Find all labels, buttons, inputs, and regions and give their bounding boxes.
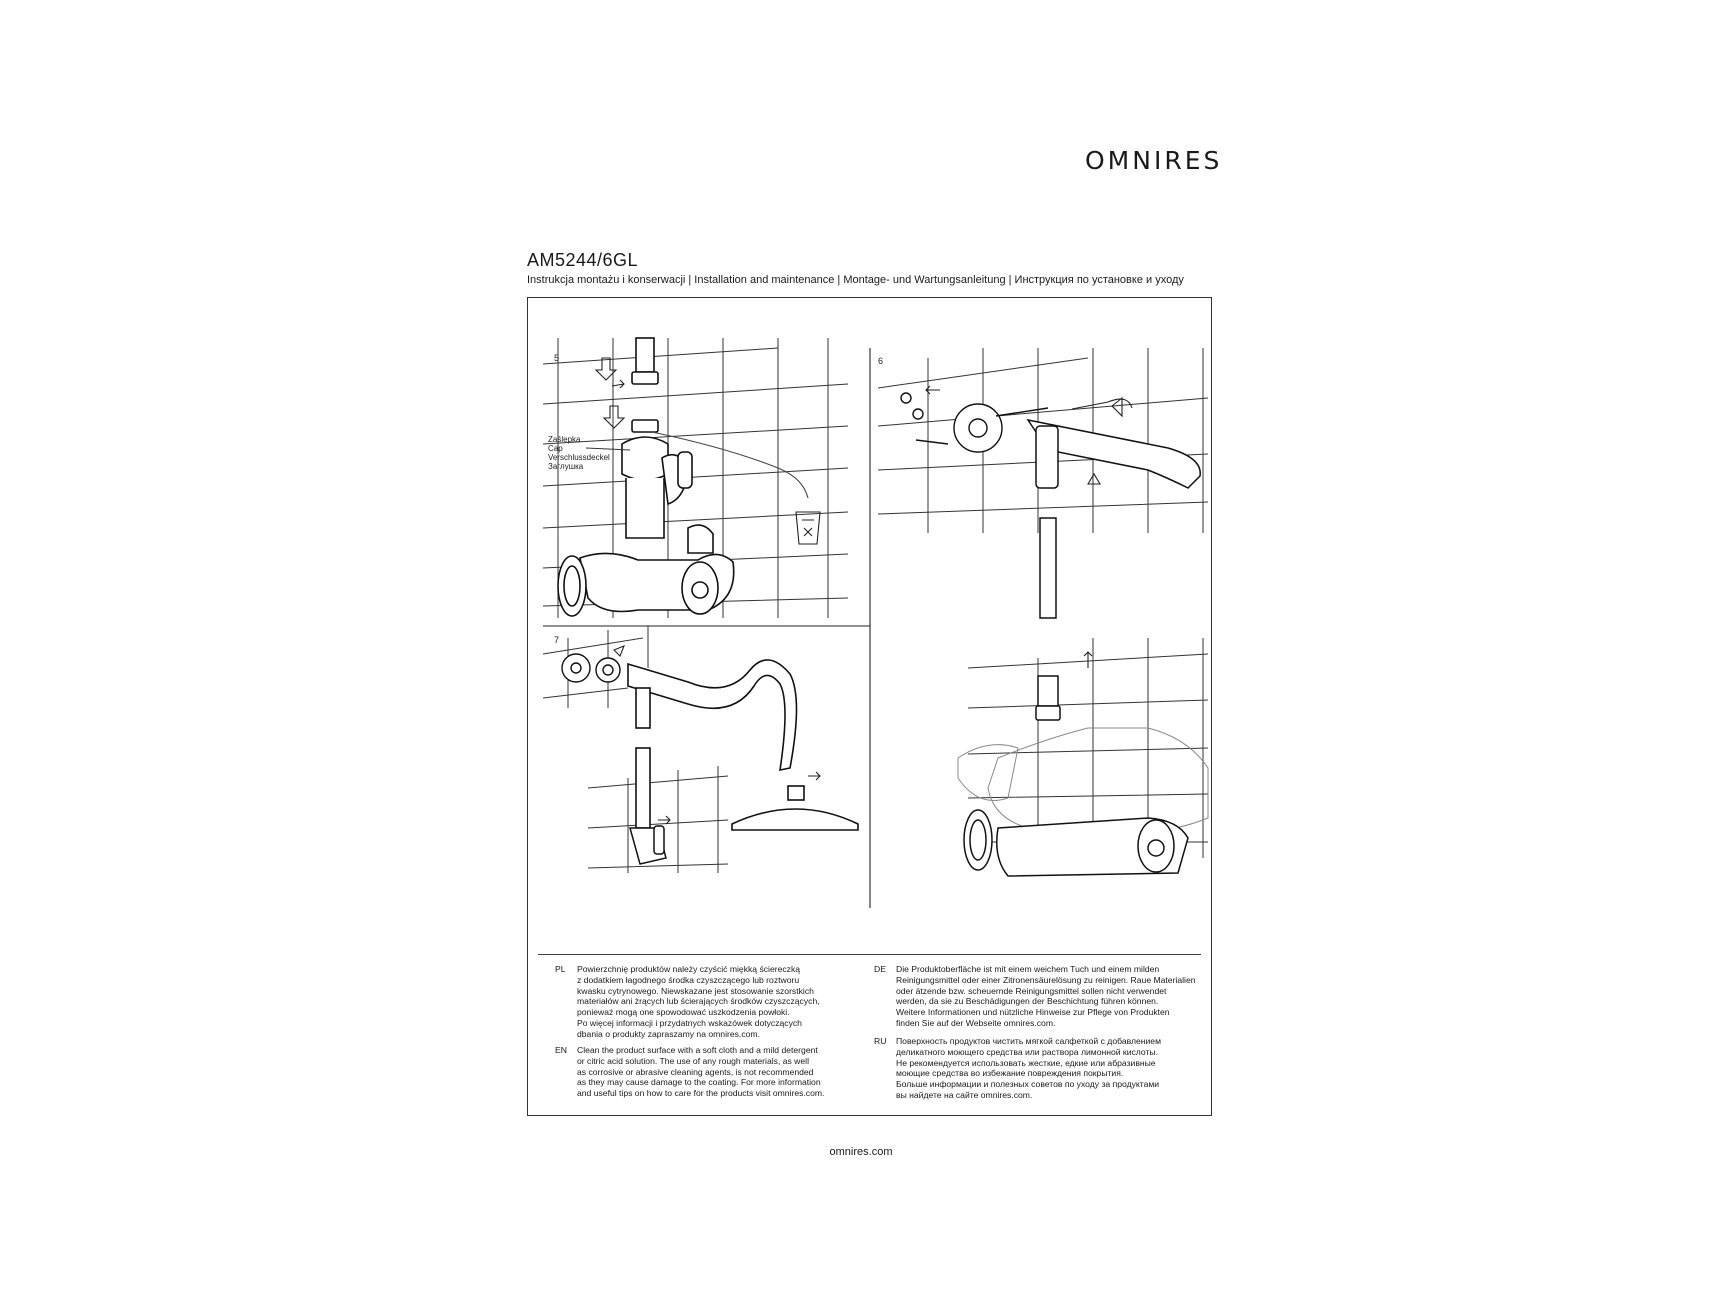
care-code-ru: RU [874, 1036, 887, 1046]
step-number-7: 7 [554, 635, 559, 645]
cap-label-en: Cap [548, 444, 563, 453]
care-text-en-body: Clean the product surface with a soft cl… [577, 1045, 825, 1099]
step-number-6: 6 [878, 356, 883, 366]
step7-arrows [613, 645, 821, 825]
brand-logo: OMNIRES [1085, 146, 1223, 175]
care-text-ru: Поверхность продуктов чистить мягкой сал… [896, 1036, 1208, 1101]
cap-label-ru: Заглушка [548, 462, 584, 471]
care-text-de: Die Produktoberfläche ist mit einem weic… [896, 964, 1208, 1029]
care-text-pl: Powierzchnię produktów należy czyścić mi… [577, 964, 867, 1040]
step5-arrows [594, 357, 626, 429]
footer-url: omnires.com [829, 1146, 893, 1158]
care-code-pl: PL [555, 964, 566, 974]
step6-valve [963, 809, 1189, 877]
step7-flange [561, 653, 621, 683]
instruction-frame: 5 6 7 Zaślepka Cap Verschlussdeckel Загл… [527, 297, 1212, 1116]
step7-spout [627, 659, 859, 831]
screwdriver-icon [1071, 398, 1133, 410]
care-text-ru-body: Поверхность продуктов чистить мягкой сал… [896, 1036, 1161, 1100]
step5-bin-icon [795, 511, 821, 545]
model-number: AM5244/6GL [527, 250, 639, 270]
installation-diagram: 5 6 7 Zaślepka Cap Verschlussdeckel Загл… [542, 337, 1209, 908]
step5-cap-leader [585, 447, 631, 451]
step6-arrows [925, 385, 1123, 668]
step6-spout [1026, 418, 1201, 721]
step7-valve [629, 825, 667, 865]
care-code-de: DE [874, 964, 886, 974]
cap-label-pl: Zaślepka [548, 435, 581, 444]
care-text-en: Clean the product surface with a soft cl… [577, 1045, 867, 1099]
care-divider [538, 954, 1201, 955]
step5-valve [557, 337, 735, 617]
care-code-en: EN [555, 1045, 567, 1055]
step6-ghost-valve [957, 727, 1209, 833]
care-text-pl-body: Powierzchnię produktów należy czyścić mi… [577, 964, 820, 1039]
step5-drain-hose [651, 431, 809, 499]
cap-label-de: Verschlussdeckel [548, 453, 610, 462]
document-subtitle: Instrukcja montażu i konserwacji | Insta… [527, 274, 1184, 286]
step-number-5: 5 [554, 353, 559, 363]
step6-wall-flange [900, 392, 1049, 453]
care-text-de-body: Die Produktoberfläche ist mit einem weic… [896, 964, 1196, 1028]
